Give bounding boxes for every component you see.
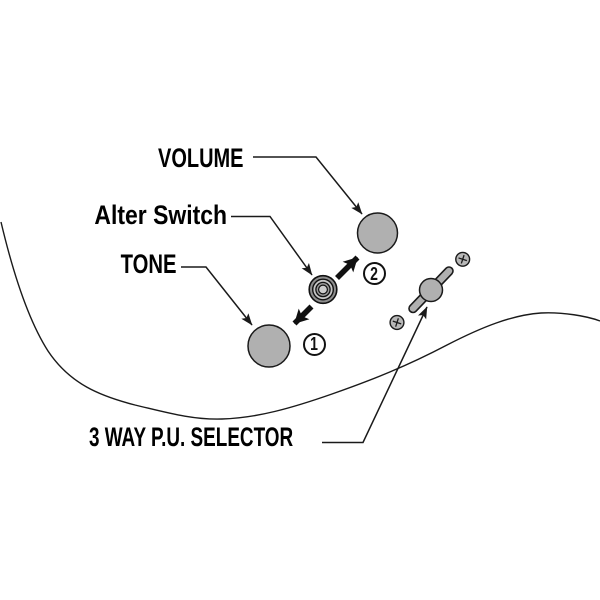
tone-label: TONE [121, 249, 177, 279]
tone-knob [247, 324, 291, 368]
selector-screw-top [455, 251, 471, 267]
step-marker-2-number: 2 [370, 263, 379, 284]
screw-cross-icon [392, 318, 402, 327]
step-marker-2: 2 [363, 262, 386, 285]
selector-screw-bottom [389, 314, 405, 331]
alter-switch-leader-line [231, 215, 313, 276]
alter-switch-knob [308, 274, 338, 305]
tone-leader-line [181, 266, 253, 326]
screw-cross-icon [458, 254, 468, 264]
step-marker-1: 1 [303, 332, 326, 356]
alter-switch-center-cap [318, 284, 329, 295]
selector-leader-line [322, 306, 428, 444]
selector-label: 3 WAY P.U. SELECTOR [89, 422, 294, 452]
arrow-down-left-icon [292, 304, 314, 326]
volume-label: VOLUME [158, 143, 244, 173]
selector-hub [418, 277, 444, 303]
pickup-selector [408, 266, 454, 314]
alter-switch-label: Alter Switch [94, 200, 227, 230]
step-marker-1-number: 1 [310, 334, 319, 354]
volume-knob [356, 212, 399, 254]
arrow-up-right-icon [335, 255, 360, 280]
volume-leader-line [253, 156, 363, 215]
guitar-body-outline [0, 221, 600, 420]
